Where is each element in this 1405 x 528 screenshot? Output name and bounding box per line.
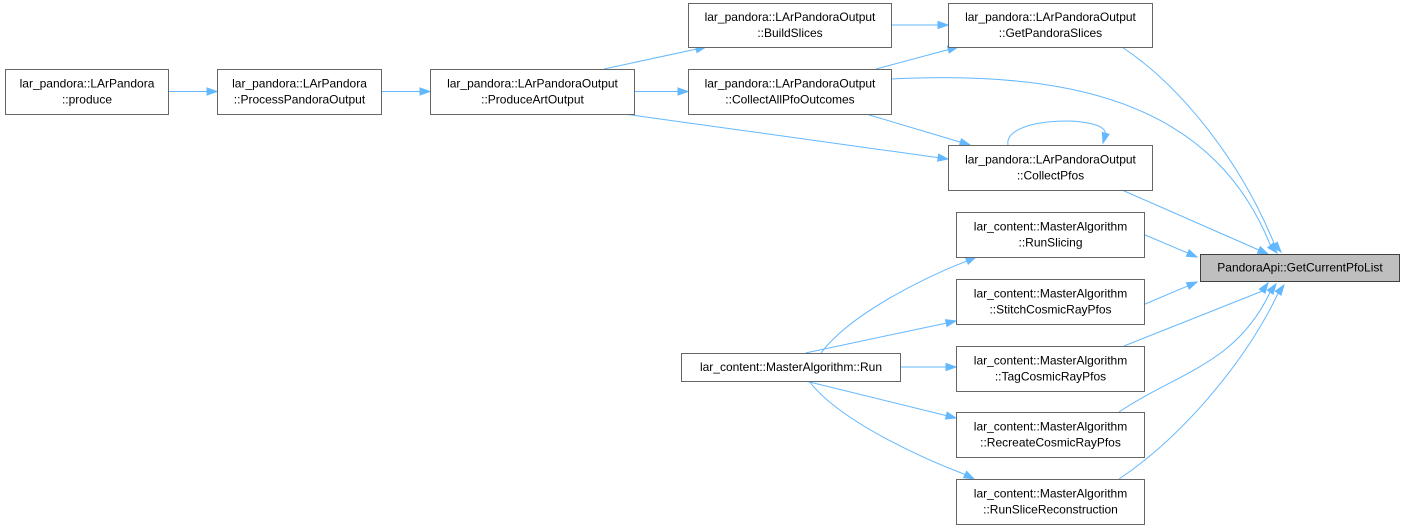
- edges-layer: [168, 20, 1285, 480]
- node-box: [688, 3, 892, 48]
- node-label-line: lar_pandora::LArPandora: [232, 77, 367, 91]
- edge-produce-art-output-to-collect-pfos: [623, 113, 939, 159]
- nodes-layer: lar_pandora::LArPandora::producelar_pand…: [5, 3, 1400, 525]
- edge-produce-art-output-to-collect-all-pfo-arrowhead: [677, 87, 690, 96]
- node-label-line: ::RecreateCosmicRayPfos: [980, 436, 1121, 450]
- edge-get-pandora-slices-to-get-current-pfo-list-arrowhead: [1270, 241, 1282, 254]
- node-label-line: lar_content::MasterAlgorithm: [974, 487, 1127, 501]
- node-box: [1200, 254, 1400, 282]
- node-label-line: lar_pandora::LArPandoraOutput: [965, 10, 1136, 24]
- edge-master-run-to-tag-cosmic-arrowhead: [945, 362, 958, 372]
- edge-run-slicing-to-get-current-pfo-list-arrowhead: [1185, 249, 1199, 258]
- node-label-line: lar_pandora::LArPandora: [20, 77, 155, 91]
- node-box: [956, 346, 1145, 392]
- edge-recreate-cosmic-to-get-current-pfo-list-arrowhead: [1266, 282, 1277, 295]
- node-box: [681, 353, 901, 382]
- edge-collect-all-pfo-to-collect-pfos: [865, 113, 961, 143]
- node-label-line: ::GetPandoraSlices: [999, 26, 1102, 40]
- edge-build-slices-to-get-pandora-slices-arrowhead: [937, 20, 950, 30]
- node-label-line: ::RunSliceReconstruction: [983, 503, 1118, 517]
- node-collect-pfos[interactable]: lar_pandora::LArPandoraOutput::CollectPf…: [948, 145, 1153, 191]
- node-label-line: lar_content::MasterAlgorithm: [974, 354, 1127, 368]
- edge-get-pandora-slices-to-get-current-pfo-list: [1121, 46, 1275, 245]
- node-produce-art-output[interactable]: lar_pandora::LArPandoraOutput::ProduceAr…: [430, 69, 635, 115]
- node-label-line: lar_pandora::LArPandoraOutput: [705, 77, 876, 91]
- edge-produce-art-output-to-collect-pfos-arrowhead: [937, 153, 950, 162]
- edge-collect-all-pfo-to-get-pandora-slices: [875, 49, 949, 70]
- node-collect-all-pfo[interactable]: lar_pandora::LArPandoraOutput::CollectAl…: [688, 69, 892, 115]
- edge-collect-all-pfo-to-get-current-pfo-list: [890, 77, 1271, 246]
- node-label-line: ::produce: [62, 93, 112, 107]
- node-label-line: lar_content::MasterAlgorithm::Run: [700, 360, 882, 374]
- node-stitch-cosmic[interactable]: lar_content::MasterAlgorithm::StitchCosm…: [956, 279, 1145, 325]
- edge-produce-art-output-to-build-slices: [603, 48, 697, 70]
- node-run-slice-reco[interactable]: lar_content::MasterAlgorithm::RunSliceRe…: [956, 479, 1145, 525]
- edge-stitch-cosmic-to-get-current-pfo-list-arrowhead: [1185, 281, 1199, 290]
- node-box: [430, 69, 635, 115]
- edge-master-run-to-stitch-cosmic-arrowhead: [944, 319, 958, 328]
- node-label-line: lar_content::MasterAlgorithm: [974, 420, 1127, 434]
- edge-master-run-to-run-slicing: [820, 260, 967, 354]
- node-box: [956, 212, 1145, 258]
- node-get-current-pfo-list[interactable]: PandoraApi::GetCurrentPfoList: [1200, 254, 1400, 282]
- node-label-line: lar_content::MasterAlgorithm: [974, 287, 1127, 301]
- node-label-line: lar_pandora::LArPandoraOutput: [705, 10, 876, 24]
- edge-collect-pfos-to-get-current-pfo-list-arrowhead: [1256, 245, 1270, 255]
- node-label-line: ::RunSlicing: [1018, 236, 1082, 250]
- edge-master-run-to-stitch-cosmic: [805, 322, 947, 354]
- node-label-line: lar_content::MasterAlgorithm: [974, 220, 1127, 234]
- node-label-line: ::StitchCosmicRayPfos: [989, 303, 1111, 317]
- node-label-line: lar_pandora::LArPandoraOutput: [965, 153, 1136, 167]
- edge-collect-all-pfo-to-collect-pfos-arrowhead: [958, 137, 972, 147]
- edge-run-slice-reco-to-get-current-pfo-list-arrowhead: [1274, 283, 1285, 296]
- edge-collect-pfos-to-collect-pfos: [1007, 120, 1106, 146]
- node-label-line: PandoraApi::GetCurrentPfoList: [1217, 261, 1383, 275]
- node-label-line: lar_pandora::LArPandoraOutput: [447, 77, 618, 91]
- edge-run-slicing-to-get-current-pfo-list: [1143, 234, 1188, 254]
- node-label-line: ::CollectPfos: [1017, 169, 1084, 183]
- node-build-slices[interactable]: lar_pandora::LArPandoraOutput::BuildSlic…: [688, 3, 892, 48]
- edge-master-run-to-run-slicing-arrowhead: [964, 256, 978, 266]
- edge-tag-cosmic-to-get-current-pfo-list-arrowhead: [1258, 281, 1269, 294]
- edge-collect-pfos-to-get-current-pfo-list: [1121, 189, 1260, 251]
- edge-recreate-cosmic-to-get-current-pfo-list: [1118, 291, 1271, 413]
- node-label-line: ::TagCosmicRayPfos: [995, 370, 1106, 384]
- node-box: [948, 3, 1153, 48]
- edge-tag-cosmic-to-get-current-pfo-list: [1123, 290, 1263, 347]
- edge-collect-pfos-to-collect-pfos-arrowhead: [1101, 131, 1110, 145]
- edge-master-run-to-recreate-cosmic-arrowhead: [944, 411, 958, 420]
- node-process-output[interactable]: lar_pandora::LArPandora::ProcessPandoraO…: [217, 69, 382, 115]
- node-box: [688, 69, 892, 115]
- node-box: [956, 412, 1145, 458]
- edge-run-slice-reco-to-get-current-pfo-list: [1118, 292, 1279, 480]
- node-produce[interactable]: lar_pandora::LArPandora::produce: [5, 69, 169, 115]
- node-master-run[interactable]: lar_content::MasterAlgorithm::Run: [681, 353, 901, 382]
- node-box: [956, 279, 1145, 325]
- edge-produce-to-process-output-arrowhead: [206, 87, 219, 96]
- edge-master-run-to-recreate-cosmic: [805, 380, 947, 417]
- edge-stitch-cosmic-to-get-current-pfo-list: [1143, 285, 1188, 305]
- node-tag-cosmic[interactable]: lar_content::MasterAlgorithm::TagCosmicR…: [956, 346, 1145, 392]
- node-box: [5, 69, 169, 115]
- node-box: [948, 145, 1153, 191]
- node-recreate-cosmic[interactable]: lar_content::MasterAlgorithm::RecreateCo…: [956, 412, 1145, 458]
- node-box: [217, 69, 382, 115]
- node-get-pandora-slices[interactable]: lar_pandora::LArPandoraOutput::GetPandor…: [948, 3, 1153, 48]
- node-run-slicing[interactable]: lar_content::MasterAlgorithm::RunSlicing: [956, 212, 1145, 258]
- node-label-line: ::CollectAllPfoOutcomes: [725, 93, 854, 107]
- node-label-line: ::BuildSlices: [757, 26, 822, 40]
- node-label-line: ::ProcessPandoraOutput: [234, 93, 366, 107]
- edge-master-run-to-run-slice-reco-arrowhead: [962, 470, 976, 480]
- edge-master-run-to-run-slice-reco: [808, 380, 966, 475]
- node-box: [956, 479, 1145, 525]
- node-label-line: ::ProduceArtOutput: [481, 93, 584, 107]
- edge-process-output-to-produce-art-output-arrowhead: [419, 87, 432, 96]
